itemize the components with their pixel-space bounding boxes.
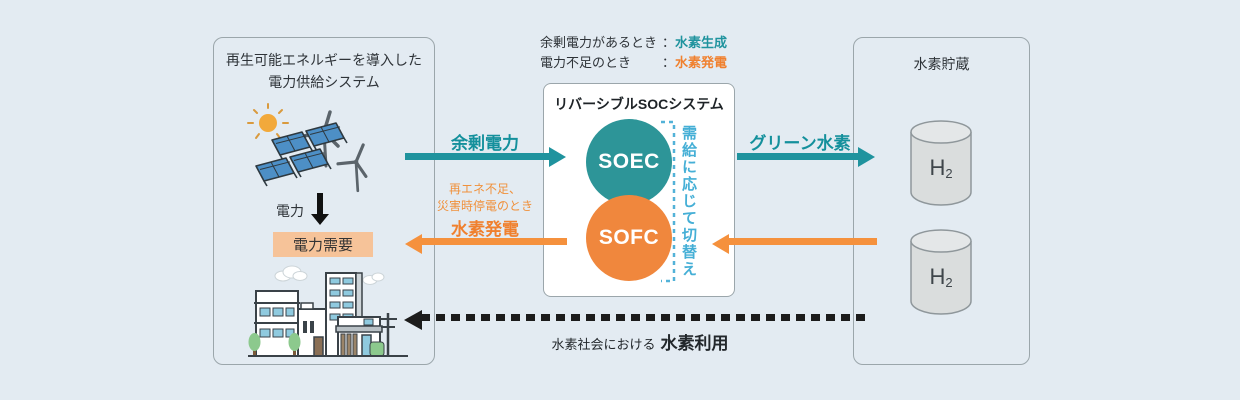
soec-circle: SOEC <box>586 119 672 205</box>
green-hydrogen-label: グリーン水素 <box>749 134 851 153</box>
power-label: 電力 <box>276 203 304 219</box>
hydrogen-use-caption-main: 水素利用 <box>660 334 729 353</box>
soec-label: SOEC <box>598 150 660 173</box>
city-illustration <box>248 265 408 357</box>
hydrogen-use-caption-prefix: 水素社会における <box>551 337 656 352</box>
legend-line-2: 電力不足のとき ：水素発電 <box>540 53 727 73</box>
hydrogen-power-arrowhead <box>405 234 422 254</box>
solar-panel-icon <box>255 122 348 187</box>
surplus-power-arrow <box>405 153 549 160</box>
hydrogen-storage-panel: 水素貯蔵 H2 H2 <box>853 37 1030 365</box>
power-down-arrow <box>317 193 323 214</box>
shortage-note: 再エネ不足、 災害時停電のとき <box>436 182 533 213</box>
power-demand-box: 電力需要 <box>273 232 373 257</box>
legend-line-1-label: 余剰電力があるとき <box>540 35 658 50</box>
hydrogen-power-arrow <box>421 238 567 245</box>
hydrogen-use-dashed-arrow <box>421 314 871 321</box>
hydrogen-use-caption: 水素社会における水素利用 <box>450 329 830 354</box>
tank-icon <box>910 229 972 315</box>
surplus-power-label: 余剰電力 <box>451 134 519 153</box>
legend-line-2-label: 電力不足のとき <box>540 55 632 71</box>
renewable-panel-title-line2: 電力供給システム <box>268 73 380 90</box>
renewable-energy-illustration <box>247 103 368 193</box>
green-hydrogen-arrow <box>737 153 859 160</box>
hydrogen-tank: H2 <box>909 119 973 209</box>
sofc-circle: SOFC <box>586 195 672 281</box>
renewable-panel-title: 再生可能エネルギーを導入した 電力供給システム <box>214 50 434 93</box>
legend-line-2-value: 水素発電 <box>675 55 728 71</box>
sun-icon <box>247 103 289 139</box>
hydrogen-supply-arrowhead <box>712 234 729 254</box>
hydrogen-tank: H2 <box>909 228 973 318</box>
hydrogen-power-label: 水素発電 <box>451 220 519 239</box>
power-down-arrow-head <box>311 214 329 225</box>
reversible-soc-panel: リバーシブルSOCシステム SOEC SOFC 需給に応じて切替え <box>543 83 735 297</box>
legend-line-1: 余剰電力があるとき ：水素生成 <box>540 33 727 53</box>
switch-bracket <box>661 120 676 283</box>
hydrogen-supply-arrow <box>728 238 877 245</box>
sofc-label: SOFC <box>598 226 660 249</box>
house-icon <box>297 302 327 357</box>
legend-line-2-colon: ： <box>662 55 676 71</box>
hydrogen-use-arrowhead <box>404 310 422 330</box>
switch-label: 需給に応じて切替え <box>680 124 697 278</box>
surplus-power-arrowhead <box>549 147 566 167</box>
tank-h2-label: H2 <box>929 264 953 290</box>
green-hydrogen-arrowhead <box>858 147 875 167</box>
utility-pole-icon <box>379 313 397 356</box>
renewable-power-panel: 再生可能エネルギーを導入した 電力供給システム <box>213 37 435 365</box>
cloud-icon <box>274 265 385 285</box>
hydrogen-storage-title: 水素貯蔵 <box>913 56 970 72</box>
tank-icon <box>910 120 972 206</box>
power-demand-label: 電力需要 <box>292 237 353 254</box>
tank-h2-label: H2 <box>929 155 953 181</box>
legend-line-1-value: 水素生成 <box>675 35 728 50</box>
soc-panel-title: リバーシブルSOCシステム <box>554 96 724 112</box>
legend-line-1-colon: ： <box>662 35 676 50</box>
tree-icon <box>248 333 385 357</box>
renewable-panel-title-line1: 再生可能エネルギーを導入した <box>226 52 422 68</box>
legend: 余剰電力があるとき：水素生成 電力不足のとき：水素発電 <box>540 33 727 73</box>
